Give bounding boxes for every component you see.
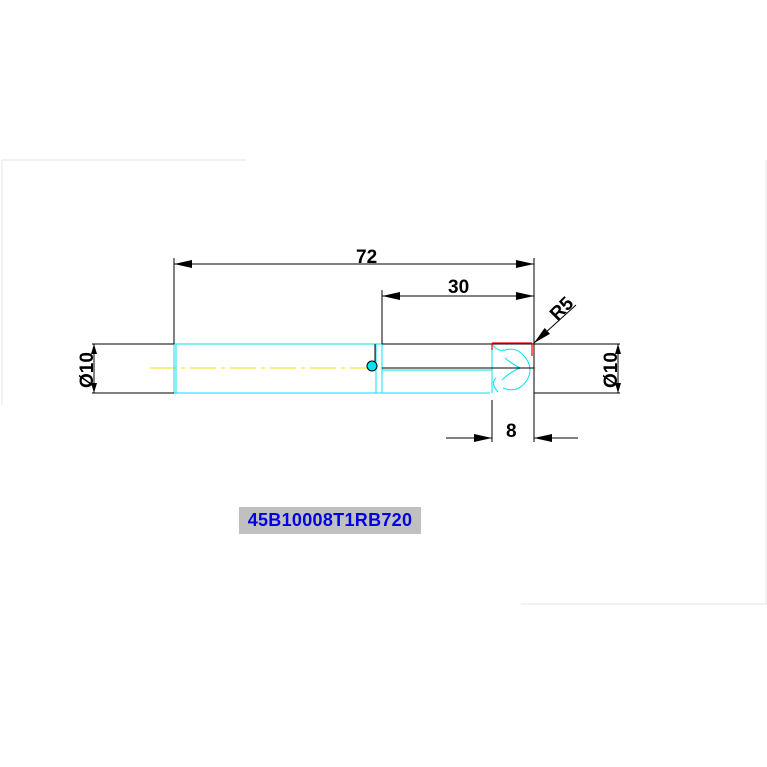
shaft-step <box>374 343 534 369</box>
tip-detail <box>491 342 533 356</box>
dimension-30-label: 30 <box>448 277 469 298</box>
dimension-72 <box>173 258 535 344</box>
diameter-left-label: Ø10 <box>77 352 98 388</box>
dimension-8-label: 8 <box>506 421 517 442</box>
frame-lines <box>1 159 767 605</box>
radius-label: R5 <box>546 293 578 325</box>
diameter-right <box>534 343 621 394</box>
dimension-8 <box>446 400 578 442</box>
step-marker <box>366 360 378 372</box>
part-number-label: 45B10008T1RB720 <box>239 507 421 534</box>
dimension-30 <box>381 290 534 344</box>
diameter-left <box>91 343 174 394</box>
diameter-right-label: Ø10 <box>601 352 622 388</box>
radius-leader <box>533 304 577 344</box>
dimension-72-label: 72 <box>356 247 377 268</box>
